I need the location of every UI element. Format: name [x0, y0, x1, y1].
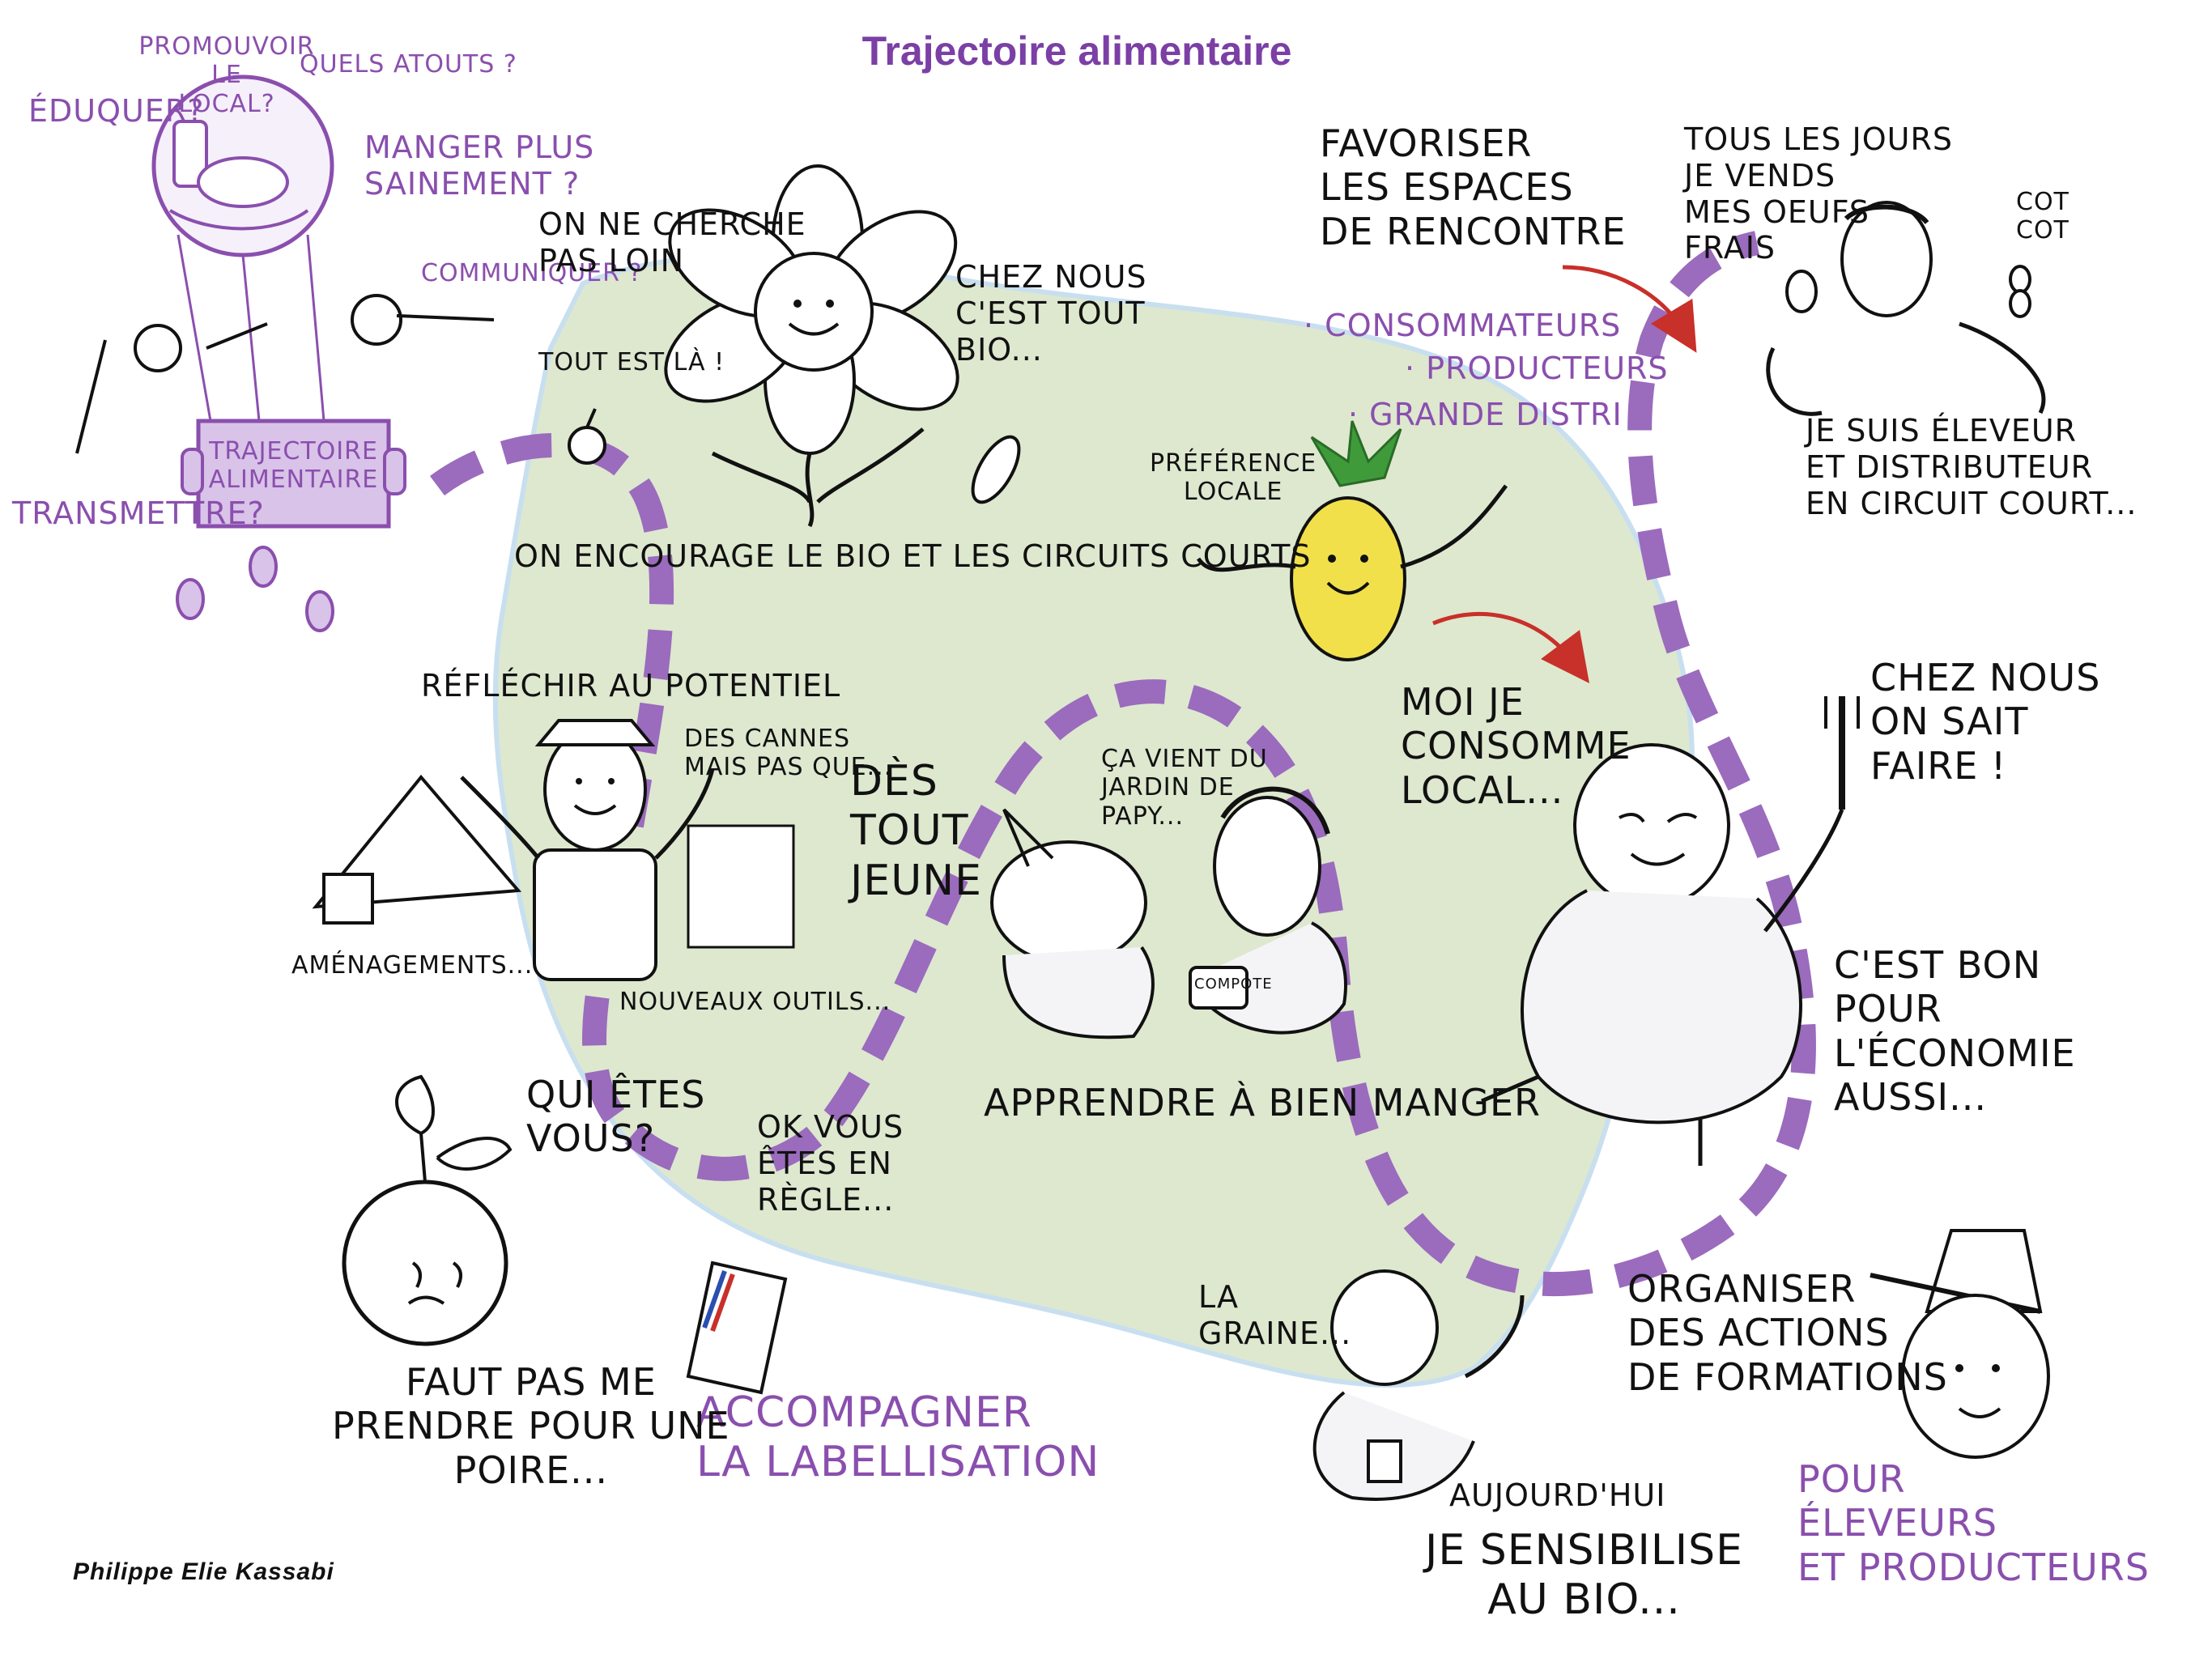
- question-atouts: Quels atouts ?: [300, 50, 517, 79]
- formations-title: Organiser des actions de formations: [1627, 1267, 1948, 1399]
- pineapple-character-icon: [1196, 420, 1508, 661]
- children-character-icon: [990, 786, 1347, 1039]
- eggs-caption: Je suis éleveur et distributeur en circu…: [1806, 413, 2138, 521]
- rencontre-item-2: · Grande distri: [1348, 397, 1623, 432]
- eggs-speech: Tous les jours je vends mes oeufs frais: [1684, 121, 1953, 266]
- orange-character-icon: [342, 1074, 513, 1346]
- flower-character-icon: [664, 164, 959, 528]
- children-des-tout-jeune: Dès tout jeune: [850, 757, 983, 905]
- formations-pour: Pour éleveurs et producteurs: [1797, 1457, 2150, 1589]
- egg-seller-icon: [1766, 201, 2046, 416]
- label-regle: OK vous êtes en règle...: [757, 1109, 904, 1218]
- farmer-title: Réfléchir au potentiel: [421, 668, 841, 704]
- graine-sensibilise: Je sensibilise au bio...: [1425, 1526, 1744, 1625]
- flower-encourage: On encourage le bio et les circuits cour…: [514, 538, 1312, 574]
- trainer-character-icon: [1870, 1229, 2050, 1459]
- farmer-character-icon: [312, 719, 795, 981]
- pineapple-label: Préférence locale: [1150, 449, 1317, 507]
- arrow-consomme: [1432, 612, 1590, 683]
- corn-icon: [971, 435, 1021, 504]
- rencontre-item-0: · Consommateurs: [1304, 308, 1622, 343]
- artist-signature: Philippe Elie Kassabi: [73, 1558, 334, 1585]
- label-accompagner: Accompagner la labellisation: [696, 1388, 1100, 1487]
- chef-savoir: Chez nous on sait faire !: [1870, 656, 2101, 788]
- apple-icon: [568, 408, 606, 465]
- man-drinking-icon: [1312, 1269, 1525, 1501]
- children-compote: Compote: [1194, 976, 1273, 993]
- rencontre-item-1: · Producteurs: [1405, 351, 1669, 386]
- rencontre-title: Favoriser les espaces de rencontre: [1320, 121, 1627, 253]
- flower-cherche: On ne cherche pas loin: [538, 206, 806, 278]
- question-eduquer: Éduquer?: [28, 93, 205, 129]
- farmer-bubble: Des cannes mais pas que...: [684, 725, 893, 782]
- orange-poire: Faut pas me prendre pour une poire...: [332, 1360, 730, 1492]
- consomme-local: Moi je consomme local...: [1401, 680, 1631, 812]
- children-apprendre: Apprendre à bien manger: [984, 1081, 1542, 1124]
- question-manger: Manger plus sainement ?: [364, 130, 595, 202]
- flower-tout-est-la: Tout est là !: [538, 348, 725, 376]
- chef-economie: C'est bon pour l'économie aussi...: [1834, 943, 2076, 1119]
- arrow-rencontre: [1562, 265, 1697, 353]
- eggs-cot: Cot cot: [2016, 188, 2069, 245]
- question-communiquer: Communiquer ?: [421, 259, 643, 287]
- graine-aujourdhui: Aujourd'hui: [1449, 1477, 1666, 1513]
- question-promouvoir: Promouvoir le local?: [138, 32, 315, 118]
- farmer-amenagements: Aménagements...: [291, 951, 534, 980]
- farmer-outils: Nouveaux outils...: [619, 988, 891, 1016]
- children-jardin: Ça vient du jardin de papy...: [1101, 745, 1268, 831]
- graine-la-graine: La graine...: [1198, 1279, 1352, 1351]
- flower-chez-nous-bio: Chez nous c'est tout bio...: [955, 259, 1147, 368]
- balloon-basket-label: Trajectoire alimentaire: [208, 437, 379, 495]
- balloon-icon: [75, 74, 495, 632]
- label-qui: Qui êtes vous?: [526, 1073, 706, 1161]
- question-transmettre: Transmettre?: [12, 495, 265, 531]
- label-flag-icon: [686, 1261, 788, 1395]
- chef-character-icon: [1481, 696, 1860, 1166]
- page-title: Trajectoire alimentaire: [861, 28, 1292, 74]
